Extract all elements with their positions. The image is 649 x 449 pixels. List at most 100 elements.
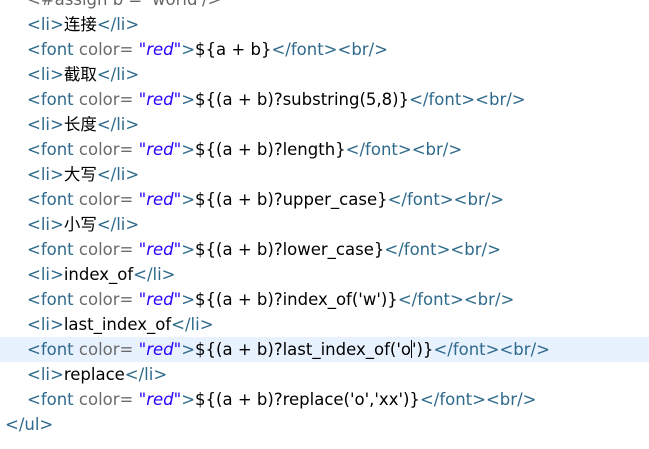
code-token-expr: ${(a + b)?upper_case}	[195, 190, 388, 209]
code-token-tag: <li>	[27, 265, 64, 284]
code-token-txt: 截取	[63, 65, 97, 84]
code-token-tag: <font	[27, 40, 79, 59]
code-token-tag: </li>	[96, 165, 140, 184]
code-token-cmt: <#assign b = 'world'/>	[27, 0, 221, 9]
code-token-tag: <li>	[27, 315, 64, 334]
code-token-tag: </font>	[409, 90, 476, 109]
code-line[interactable]: <font color= "red">${(a + b)?index_of('w…	[0, 287, 649, 312]
code-line[interactable]: <li>last_index_of</li>	[0, 312, 649, 337]
code-token-attr: color=	[78, 190, 134, 209]
text-caret	[410, 340, 412, 358]
code-token-expr: ${(a + b)?index_of('w')}	[195, 290, 398, 309]
code-token-tag: <br/>	[411, 140, 463, 159]
code-token-tag: <font	[27, 290, 79, 309]
code-line[interactable]: </ul>	[0, 412, 649, 437]
code-token-tag: <br/>	[463, 290, 515, 309]
code-token-str: "red"	[133, 140, 182, 159]
code-line[interactable]: <font color= "red">${(a + b)?substring(5…	[0, 87, 649, 112]
code-token-tag: </li>	[96, 215, 140, 234]
code-token-tag: >	[181, 190, 196, 209]
code-line[interactable]: <li>连接</li>	[0, 12, 649, 37]
code-line[interactable]: <li>replace</li>	[0, 362, 649, 387]
code-token-tag: </font>	[387, 190, 454, 209]
code-token-tag: </ul>	[5, 415, 54, 434]
code-token-tag: <br/>	[450, 240, 501, 259]
code-token-tag: </li>	[133, 265, 176, 284]
code-token-tag: <font	[27, 240, 79, 259]
code-token-attr: color=	[78, 340, 134, 359]
code-token-txt: 小写	[63, 215, 97, 234]
code-token-tag: <font	[27, 390, 79, 409]
code-token-tag: >	[181, 290, 196, 309]
code-token-tag: <li>	[27, 165, 64, 184]
code-line[interactable]: <li>小写</li>	[0, 212, 649, 237]
code-token-expr: ${(a + b)?substring(5,8)}	[195, 90, 410, 109]
code-token-tag: </li>	[124, 365, 168, 384]
code-token-attr: color=	[78, 90, 134, 109]
code-token-tag: <li>	[27, 65, 64, 84]
code-token-tag: <font	[27, 340, 79, 359]
code-token-attr: color=	[78, 140, 134, 159]
code-token-tag: <font	[27, 90, 79, 109]
code-line[interactable]: <li>大写</li>	[0, 162, 649, 187]
code-token-tag: >	[181, 90, 196, 109]
code-token-attr: color=	[78, 240, 134, 259]
code-token-str: "red"	[133, 240, 182, 259]
code-token-tag: <li>	[27, 365, 64, 384]
code-token-str: "red"	[133, 90, 182, 109]
code-token-tag: </font>	[433, 340, 500, 359]
code-token-tag: >	[181, 140, 196, 159]
code-token-tag: >	[181, 240, 196, 259]
code-line[interactable]: <li>index_of</li>	[0, 262, 649, 287]
code-token-tag: </font>	[271, 40, 338, 59]
code-token-str: "red"	[133, 290, 182, 309]
code-token-tag: <font	[27, 190, 79, 209]
code-line[interactable]: <#assign b = 'world'/>	[0, 0, 649, 12]
code-token-tag: <font	[27, 140, 79, 159]
code-token-tag: <br/>	[485, 390, 537, 409]
code-token-tag: </li>	[96, 115, 140, 134]
code-token-expr: ${(a + b)?replace('o','xx')}	[195, 390, 420, 409]
code-token-str: "red"	[133, 190, 182, 209]
code-token-txt: last_index_of	[63, 315, 172, 334]
code-token-tag: <li>	[27, 215, 64, 234]
code-token-tag: <br/>	[499, 340, 550, 359]
code-token-expr: ')}	[411, 340, 434, 359]
code-token-expr: ${(a + b)?length}	[195, 140, 346, 159]
code-token-tag: </font>	[419, 390, 486, 409]
code-token-tag: <li>	[27, 15, 64, 34]
code-token-expr: ${(a + b)?last_index_of('o	[195, 340, 411, 359]
code-line[interactable]: <font color= "red">${(a + b)?lower_case}…	[0, 237, 649, 262]
code-token-tag: >	[181, 340, 196, 359]
code-token-str: "red"	[133, 340, 182, 359]
code-token-tag: >	[181, 40, 196, 59]
code-line[interactable]: <li>长度</li>	[0, 112, 649, 137]
code-line[interactable]: <font color= "red">${(a + b)?length}</fo…	[0, 137, 649, 162]
code-line[interactable]: <font color= "red">${(a + b)?upper_case}…	[0, 187, 649, 212]
code-line[interactable]: <li>截取</li>	[0, 62, 649, 87]
code-token-attr: color=	[78, 40, 134, 59]
code-token-tag: </li>	[171, 315, 214, 334]
code-token-expr: ${a + b}	[195, 40, 272, 59]
code-token-txt: replace	[63, 365, 125, 384]
code-token-str: "red"	[133, 40, 182, 59]
code-token-tag: <br/>	[453, 190, 505, 209]
code-line-current[interactable]: <font color= "red">${(a + b)?last_index_…	[0, 337, 649, 362]
code-token-tag: >	[181, 390, 196, 409]
code-token-tag: </font>	[397, 290, 464, 309]
code-token-tag: </li>	[96, 65, 140, 84]
code-token-tag: <br/>	[475, 90, 526, 109]
code-token-txt: 长度	[63, 115, 97, 134]
code-token-txt: 大写	[63, 165, 97, 184]
code-token-tag: </li>	[96, 15, 140, 34]
code-token-tag: <li>	[27, 115, 64, 134]
code-line[interactable]: <font color= "red">${(a + b)?replace('o'…	[0, 387, 649, 412]
code-line[interactable]: <font color= "red">${a + b}</font><br/>	[0, 37, 649, 62]
code-token-tag: </font>	[384, 240, 451, 259]
code-token-attr: color=	[78, 290, 134, 309]
code-token-attr: color=	[78, 390, 134, 409]
code-token-tag: <br/>	[337, 40, 388, 59]
code-token-txt: index_of	[63, 265, 134, 284]
code-token-str: "red"	[133, 390, 182, 409]
